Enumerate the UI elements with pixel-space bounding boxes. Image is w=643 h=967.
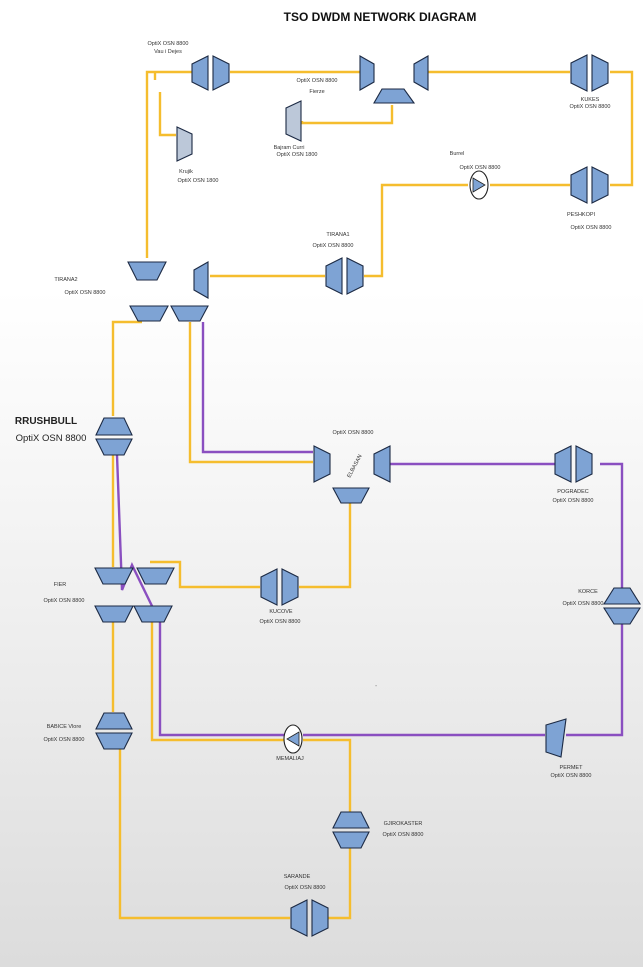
label-tirana1-2: OptiX OSN 8800 (313, 243, 354, 249)
label-kucove-1: KUCOVE (269, 609, 293, 615)
node-sarande[interactable] (290, 899, 329, 937)
label-tirana2-2: OptiX OSN 8800 (65, 290, 106, 296)
label-peshkopi-1: PESHKOPI (567, 212, 596, 218)
label-fierze-1: OptiX OSN 8800 (297, 78, 338, 84)
link-kukes-peshkopi (610, 70, 634, 187)
label-fier-1: FIER (54, 582, 67, 588)
label-burrel-2: OptiX OSN 8800 (460, 165, 501, 171)
link-gjirokaster-sarande (320, 848, 352, 920)
plink-korce-permet (566, 624, 624, 737)
link-elbasan-kucove (299, 503, 352, 589)
link-vaudejes-krujik (158, 92, 176, 137)
label-rrushbull-2: OptiX OSN 8800 (16, 433, 87, 444)
label-tirana2-1: TIRANA2 (54, 277, 77, 283)
node-vau-dejes[interactable] (191, 55, 230, 91)
plink-pogradec-korce (600, 462, 624, 588)
node-fierze[interactable] (359, 55, 429, 104)
label-bajramcurri-1: Bajram Curri (274, 145, 305, 151)
label-peshkopi-2: OptiX OSN 8800 (571, 225, 612, 231)
link-tirana2-rrushbull (111, 320, 142, 416)
node-rrushbull[interactable] (95, 417, 133, 456)
label-elbasan-2: ELBASAN (346, 454, 363, 479)
label-tirana1-1: TIRANA1 (326, 232, 349, 238)
link-tirana2-elbasan (188, 322, 313, 464)
label-babice-2: OptiX OSN 8800 (44, 737, 85, 743)
node-peshkopi[interactable] (570, 166, 609, 204)
node-krujik[interactable] (176, 126, 193, 162)
label-kucove-2: OptiX OSN 8800 (260, 619, 301, 625)
label-vaudejes-2: Vau i Dejes (154, 49, 182, 55)
label-permet-2: OptiX OSN 8800 (551, 773, 592, 779)
link-tirana2-vaudejes (145, 70, 192, 258)
label-fier-2: OptiX OSN 8800 (44, 598, 85, 604)
node-bajram-curri[interactable] (285, 100, 302, 142)
purple-links (115, 322, 624, 737)
node-korce[interactable] (603, 587, 641, 625)
label-gjirokaster-2: OptiX OSN 8800 (383, 832, 424, 838)
label-pogradec-2: OptiX OSN 8800 (553, 498, 594, 504)
link-kucove-fier (150, 560, 260, 589)
plink-memaliaj-fier (150, 606, 284, 737)
node-kucove[interactable] (260, 568, 299, 606)
node-babice-vlore[interactable] (95, 712, 133, 750)
label-burrel-1: Burrel (450, 151, 465, 157)
label-krujik-1: Krujik (179, 169, 193, 175)
link-bajramcurri-fierze (300, 105, 394, 125)
label-elbasan-1: OptiX OSN 8800 (333, 430, 374, 436)
link-burrel-tirana1 (364, 183, 468, 278)
label-kukes-1: KUKES (581, 97, 600, 103)
label-gjirokaster-1: GJIROKASTER (384, 821, 423, 827)
node-memaliaj[interactable] (283, 724, 303, 754)
label-fierze-2: Fierze (309, 89, 324, 95)
label-kukes-2: OptiX OSN 8800 (570, 104, 611, 110)
stray-mark: ' (375, 685, 376, 691)
node-kukes[interactable] (570, 54, 609, 92)
label-bajramcurri-2: OptiX OSN 1800 (277, 152, 318, 158)
link-fier-memaliaj (150, 620, 284, 742)
link-babice-sarande (113, 738, 290, 920)
label-memaliaj: MEMALIAJ (276, 756, 304, 762)
node-gjirokaster[interactable] (332, 811, 370, 849)
label-vaudejes-1: OptiX OSN 8800 (148, 41, 189, 47)
node-pogradec[interactable] (554, 445, 593, 483)
yellow-links (111, 70, 634, 920)
label-krujik-2: OptiX OSN 1800 (178, 178, 219, 184)
node-tirana1[interactable] (325, 257, 364, 295)
node-burrel[interactable] (469, 170, 489, 200)
label-pogradec-1: POGRADEC (557, 489, 589, 495)
link-memaliaj-gjirokaster (303, 738, 352, 812)
labels: OptiX OSN 8800 Vau i Dejes OptiX OSN 880… (15, 41, 612, 891)
diagram-title: TSO DWDM NETWORK DIAGRAM (284, 10, 477, 24)
node-permet[interactable] (545, 718, 567, 758)
label-sarande-2: OptiX OSN 8800 (285, 885, 326, 891)
label-rrushbull-1: RRUSHBULL (15, 416, 77, 427)
label-korce-1: KORCE (578, 589, 598, 595)
plink-tirana2-elbasan (201, 322, 313, 454)
label-korce-2: OptiX OSN 8800 (563, 601, 604, 607)
node-tirana2[interactable] (127, 261, 209, 322)
label-permet-1: PERMET (560, 765, 584, 771)
label-sarande-1: SARANDE (284, 874, 311, 880)
node-elbasan[interactable] (313, 445, 391, 504)
label-babice-1: BABICE Vlore (47, 724, 82, 730)
node-fier[interactable] (94, 567, 175, 623)
